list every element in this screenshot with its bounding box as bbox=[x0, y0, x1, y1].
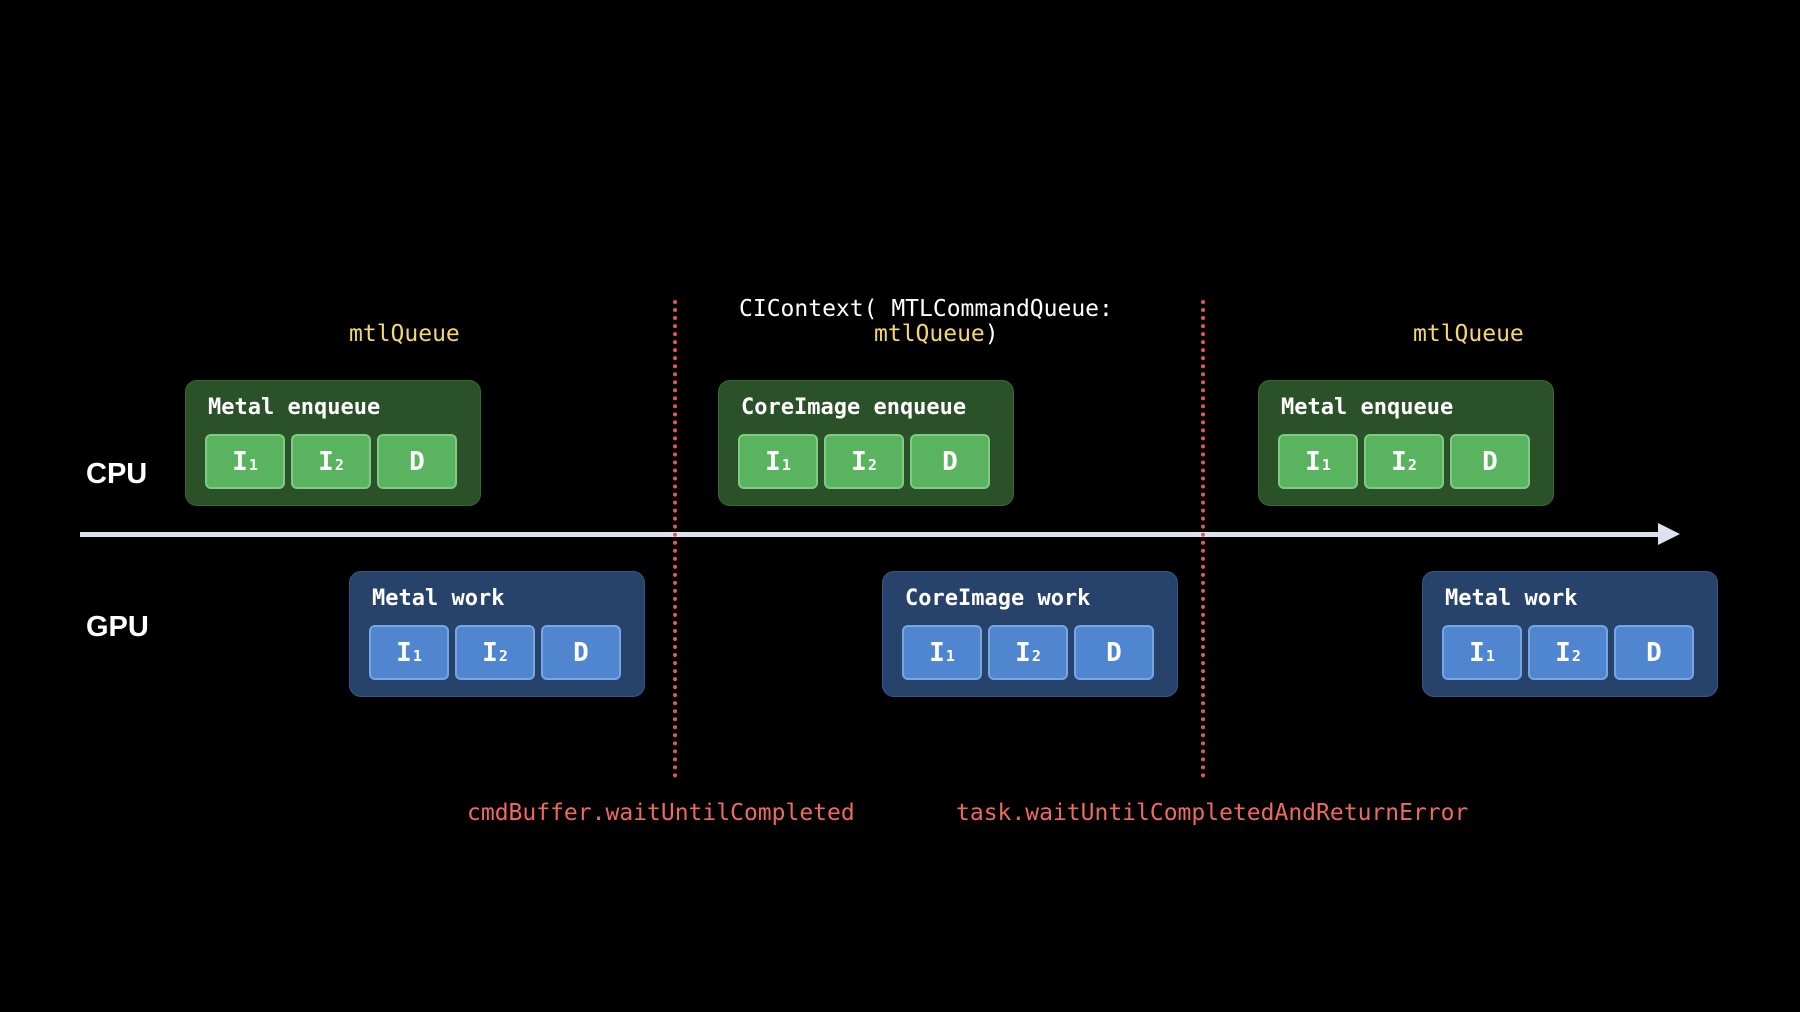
slot-sub: 1 bbox=[1321, 455, 1331, 474]
slot-letter: I bbox=[1555, 637, 1571, 668]
slot-letter: D bbox=[1106, 637, 1122, 668]
cicontext-close-paren: ) bbox=[984, 321, 999, 347]
group-title: CoreImage enqueue bbox=[741, 395, 967, 420]
group-title: CoreImage work bbox=[905, 586, 1091, 611]
slot-letter: I bbox=[1305, 446, 1321, 477]
slot-d: D bbox=[541, 625, 621, 680]
slot-letter: I bbox=[765, 446, 781, 477]
slot-d: D bbox=[377, 434, 457, 489]
slot-sub: 2 bbox=[1407, 455, 1417, 474]
gpu-lane-label: GPU bbox=[86, 611, 149, 643]
slot-letter: D bbox=[942, 446, 958, 477]
slot-letter: I bbox=[482, 637, 498, 668]
cicontext-init-label: CIContext( MTLCommandQueue: bbox=[739, 296, 1113, 322]
slot-d: D bbox=[1450, 434, 1530, 489]
slot-letter: I bbox=[1391, 446, 1407, 477]
group-title: Metal work bbox=[372, 586, 505, 611]
slot-sub: 2 bbox=[498, 646, 508, 665]
slot-letter: D bbox=[1646, 637, 1662, 668]
group-title: Metal work bbox=[1445, 586, 1578, 611]
right-queue-label: mtlQueue bbox=[1413, 321, 1524, 347]
sync-label-cmdbuffer: cmdBuffer.waitUntilCompleted bbox=[467, 800, 855, 826]
cicontext-queue-label: mtlQueue) bbox=[874, 321, 999, 347]
slot-letter: D bbox=[573, 637, 589, 668]
slot-letter: I bbox=[396, 637, 412, 668]
sync-divider-1 bbox=[673, 300, 677, 778]
group-title: Metal enqueue bbox=[208, 395, 381, 420]
slot-sub: 1 bbox=[781, 455, 791, 474]
cpu-lane-label: CPU bbox=[86, 458, 148, 490]
sync-divider-2 bbox=[1201, 300, 1205, 778]
group-title: Metal enqueue bbox=[1281, 395, 1454, 420]
cicontext-queue-arg: mtlQueue bbox=[874, 321, 985, 347]
left-queue-label: mtlQueue bbox=[349, 321, 460, 347]
slot-letter: I bbox=[1469, 637, 1485, 668]
slot-sub: 2 bbox=[1571, 646, 1581, 665]
slot-sub: 2 bbox=[867, 455, 877, 474]
slot-letter: D bbox=[1482, 446, 1498, 477]
slot-letter: I bbox=[929, 637, 945, 668]
slot-letter: D bbox=[409, 446, 425, 477]
slot-sub: 1 bbox=[1485, 646, 1495, 665]
timeline-axis bbox=[80, 532, 1660, 537]
slot-d: D bbox=[1074, 625, 1154, 680]
slot-letter: I bbox=[1015, 637, 1031, 668]
slot-sub: 1 bbox=[945, 646, 955, 665]
slot-letter: I bbox=[851, 446, 867, 477]
slot-d: D bbox=[1614, 625, 1694, 680]
slot-d: D bbox=[910, 434, 990, 489]
sync-label-task: task.waitUntilCompletedAndReturnError bbox=[956, 800, 1469, 826]
slot-sub: 2 bbox=[334, 455, 344, 474]
slot-letter: I bbox=[232, 446, 248, 477]
slot-letter: I bbox=[318, 446, 334, 477]
slot-sub: 2 bbox=[1031, 646, 1041, 665]
timeline-arrowhead bbox=[1658, 523, 1680, 545]
slot-sub: 1 bbox=[412, 646, 422, 665]
slot-sub: 1 bbox=[248, 455, 258, 474]
